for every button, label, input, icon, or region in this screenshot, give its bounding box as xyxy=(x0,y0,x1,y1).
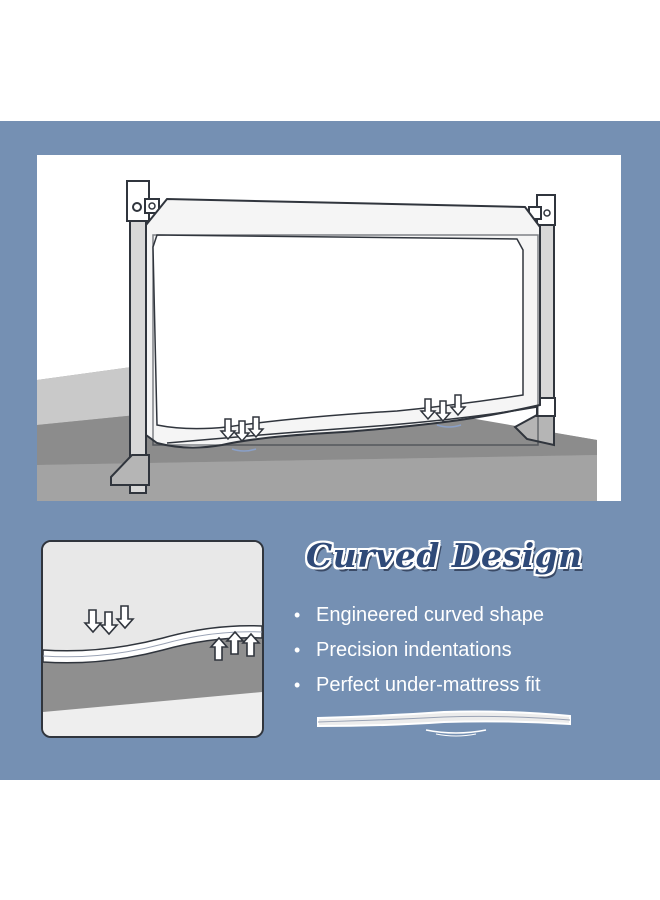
curved-edge-closeup xyxy=(41,540,264,738)
curved-rail-icon xyxy=(316,704,572,743)
down-arrows-icon xyxy=(219,416,265,443)
bed-rail-illustration xyxy=(37,155,621,501)
feature-item: • Precision indentations xyxy=(294,633,544,668)
feature-text: Perfect under-mattress fit xyxy=(316,674,541,696)
feature-text: Precision indentations xyxy=(316,639,512,661)
bullet: • xyxy=(294,640,301,660)
feature-item: • Engineered curved shape xyxy=(294,598,544,633)
headline: Curved Design xyxy=(306,536,583,575)
bullet: • xyxy=(294,675,301,695)
down-arrows-icon xyxy=(419,394,467,423)
bullet: • xyxy=(294,605,301,625)
feature-item: • Perfect under-mattress fit xyxy=(294,668,544,703)
feature-list: • Engineered curved shape • Precision in… xyxy=(294,598,544,703)
feature-text: Engineered curved shape xyxy=(316,604,544,626)
down-arrows-icon xyxy=(83,605,135,636)
up-arrows-icon xyxy=(209,630,261,661)
